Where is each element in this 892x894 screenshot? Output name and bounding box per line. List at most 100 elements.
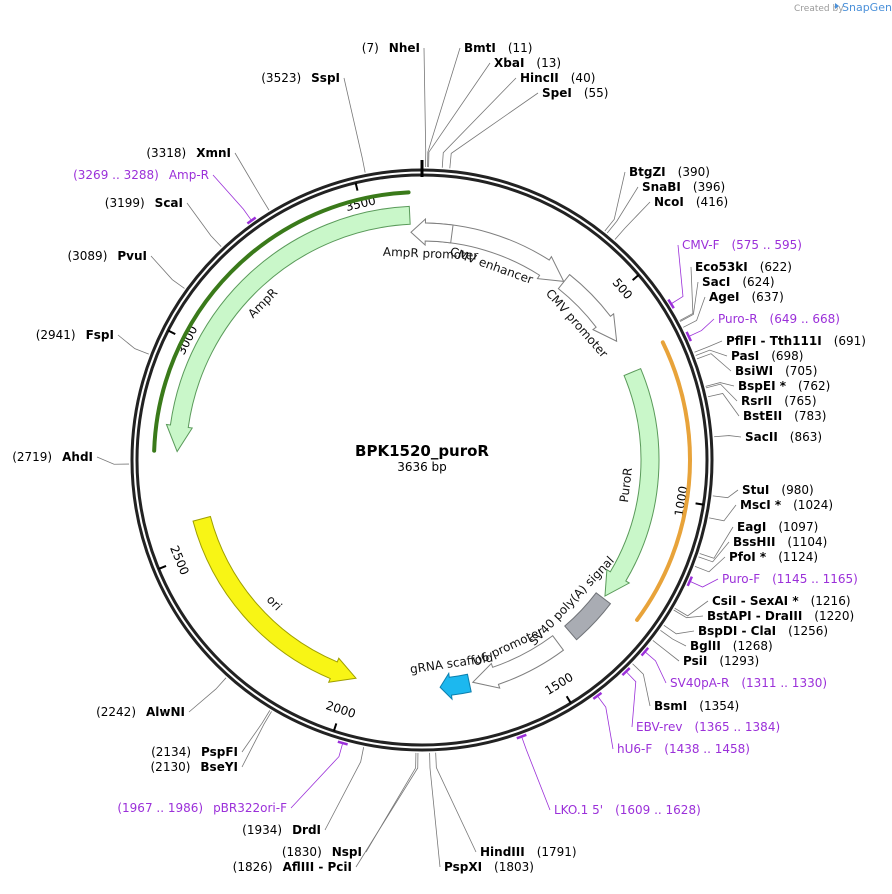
site-name: PspXI [444, 860, 482, 874]
site-leader-line [435, 752, 477, 853]
site-leader-line [674, 600, 709, 617]
site-position: (1124) [778, 550, 818, 564]
site-leader-line [679, 281, 699, 322]
site-label-group: NcoI(416) [654, 195, 728, 209]
site-position: (2941) [36, 328, 76, 342]
ruler-tick [354, 182, 359, 191]
primer-label-group: hU6-F(1438 .. 1458) [617, 742, 750, 756]
site-leader-line [241, 711, 272, 768]
site-alt-name: ClaI [751, 624, 776, 638]
site-label-group: BglII(1268) [690, 639, 773, 653]
site-alt-name: Tth111I [770, 334, 822, 348]
site-label-group: (2719)AhdI [12, 450, 93, 464]
primer-mark [621, 667, 631, 677]
site-name: AgeI [709, 290, 739, 304]
site-position: (783) [794, 409, 826, 423]
site-label: (3523)SspI [261, 71, 340, 85]
site-label-group: (3089)PvuI [67, 249, 147, 263]
primer-label: (3269 .. 3288)Amp-R [73, 168, 209, 182]
site-leader-line [186, 202, 222, 247]
site-label: BstEII(783) [743, 409, 826, 423]
orf-arc [152, 190, 411, 453]
site-label-group: (2941)FspI [36, 328, 114, 342]
site-position: (3199) [105, 196, 145, 210]
site-leader-line [660, 630, 687, 647]
site-position: (698) [771, 349, 803, 363]
primer-label-group: EBV-rev(1365 .. 1384) [636, 720, 780, 734]
primer-position: (1145 .. 1165) [772, 572, 858, 586]
site-label-group: (3199) ScaI [105, 196, 183, 210]
orf-arc [635, 340, 692, 622]
site-name: BspEI * [738, 379, 787, 393]
site-label-group: PsiI(1293) [683, 654, 759, 668]
site-leader-line [441, 77, 517, 168]
ruler-tick [332, 723, 338, 732]
ruler-tick-label: 2000 [324, 698, 357, 721]
primer-leader-line [670, 244, 684, 305]
site-name: ScaI [155, 196, 183, 210]
site-leader-line [241, 710, 271, 753]
site-label: PspXI (1803) [444, 860, 534, 874]
site-leader-line [614, 201, 651, 240]
site-label: BssHII(1104) [733, 535, 827, 549]
site-leader-line [150, 255, 185, 289]
primer-name: LKO.1 5' [554, 803, 603, 817]
site-label: PflFI - Tth111I(691) [726, 334, 866, 348]
site-label-group: BtgZI(390) [629, 165, 710, 179]
site-label: BtgZI(390) [629, 165, 710, 179]
site-name: NheI [389, 41, 420, 55]
site-label: (2130)BseYI [151, 760, 239, 774]
site-label-group: (7)NheI [362, 41, 420, 55]
site-position: (1097) [778, 520, 818, 534]
site-position: (1803) [494, 860, 534, 874]
site-label: HincII(40) [520, 71, 595, 85]
primer-label-group: (3269 .. 3288)Amp-R [73, 168, 209, 182]
site-label-group: SacI(624) [702, 275, 775, 289]
primer-mark [592, 691, 603, 700]
site-name: AlwNI [146, 705, 185, 719]
primer-position: (575 .. 595) [731, 238, 801, 252]
site-leader-line [673, 609, 704, 619]
feature-arrow [471, 635, 565, 689]
site-name: BglII [690, 639, 721, 653]
site-position: (11) [508, 41, 533, 55]
site-label: EagI(1097) [737, 520, 818, 534]
site-label-group: BstAPI - DraIII(1220) [707, 609, 854, 623]
site-label: BsiWI(705) [735, 364, 817, 378]
site-position: (624) [742, 275, 774, 289]
site-label: (3318)XmnI [146, 146, 231, 160]
primer-name: Amp-R [169, 168, 209, 182]
feature-label: PuroR [617, 467, 635, 503]
primer-name: pBR322ori-F [213, 801, 287, 815]
site-leader-line [427, 47, 461, 168]
site-label-group: (2130)BseYI [151, 760, 239, 774]
site-leader-line [365, 752, 417, 853]
primer-label-group: SV40pA-R(1311 .. 1330) [670, 676, 827, 690]
site-label: MscI *(1024) [740, 498, 833, 512]
primer-mark [516, 733, 527, 740]
orf-arcs [152, 190, 692, 622]
primer-leader-line [212, 174, 253, 222]
site-alt-name: DraIII [765, 609, 802, 623]
site-label: CsiI - SexAI *(1216) [712, 594, 851, 608]
site-label-group: BstEII(783) [743, 409, 826, 423]
site-label: Eco53kI(622) [695, 260, 792, 274]
site-leader-line [449, 92, 539, 169]
site-leader-line [705, 382, 735, 387]
site-position: (3089) [67, 249, 107, 263]
feature-label: gRNA scaffold [409, 650, 494, 676]
feature-arrow [439, 671, 472, 701]
site-leader-line [712, 489, 739, 499]
site-label: BsmI(1354) [654, 699, 739, 713]
site-leader-line [709, 504, 737, 522]
site-name: MscI * [740, 498, 782, 512]
primer-name: EBV-rev [636, 720, 682, 734]
feature-arrow [564, 592, 612, 641]
primer-leader-line [290, 742, 344, 809]
primer-mark [686, 576, 694, 587]
site-leader-line [96, 456, 130, 465]
site-label: PfoI *(1124) [729, 550, 818, 564]
site-label-group: BssHII(1104) [733, 535, 827, 549]
primer-leader-line [625, 670, 637, 728]
